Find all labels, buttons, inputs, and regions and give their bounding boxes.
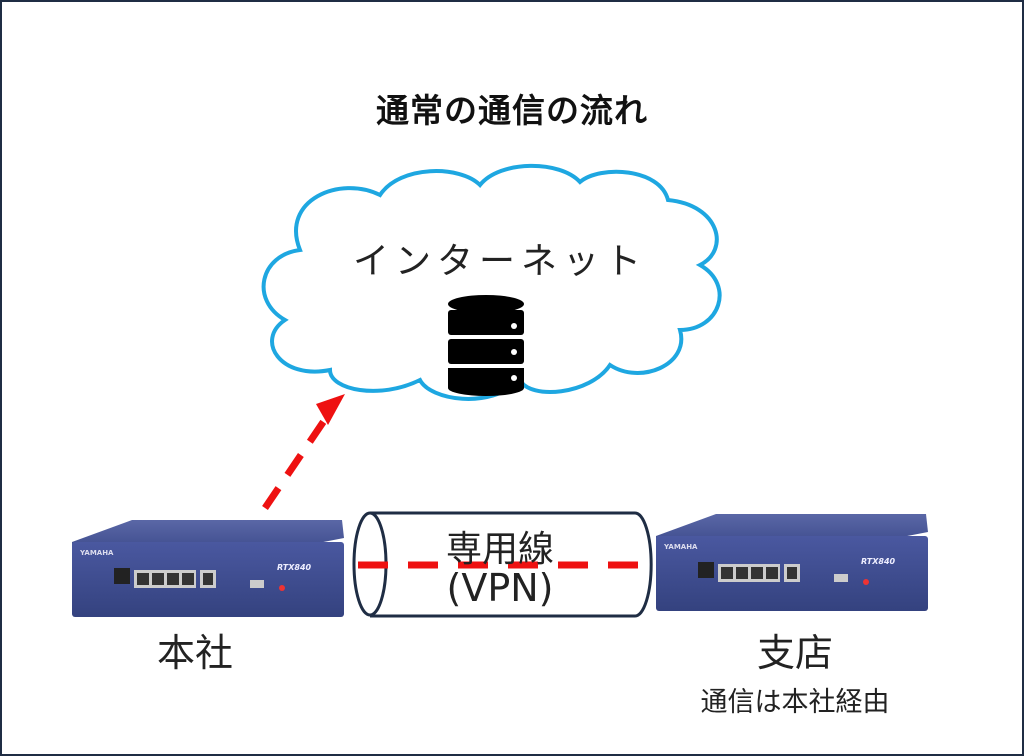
router-branch: YAMAHA RTX840 [656, 514, 928, 611]
branch-label: 支店 [756, 631, 833, 675]
database-server-icon [448, 295, 524, 396]
vpn-label-line1: 専用線 [445, 529, 554, 570]
vpn-label-line2: (VPN) [446, 566, 554, 610]
svg-text:YAMAHA: YAMAHA [79, 549, 114, 557]
router-hq: YAMAHA RTX840 [72, 520, 344, 617]
svg-text:RTX840: RTX840 [861, 557, 896, 566]
svg-text:YAMAHA: YAMAHA [663, 543, 698, 551]
hq-label: 本社 [156, 631, 233, 675]
branch-note: 通信は本社経由 [700, 687, 890, 718]
internet-cloud [261, 163, 722, 401]
svg-text:RTX840: RTX840 [277, 563, 312, 572]
internet-label: インターネット [352, 241, 647, 282]
flow-arrow-hq-to-internet [262, 394, 345, 510]
cloud-shape [261, 163, 722, 401]
diagram-title: 通常の通信の流れ [376, 91, 648, 130]
